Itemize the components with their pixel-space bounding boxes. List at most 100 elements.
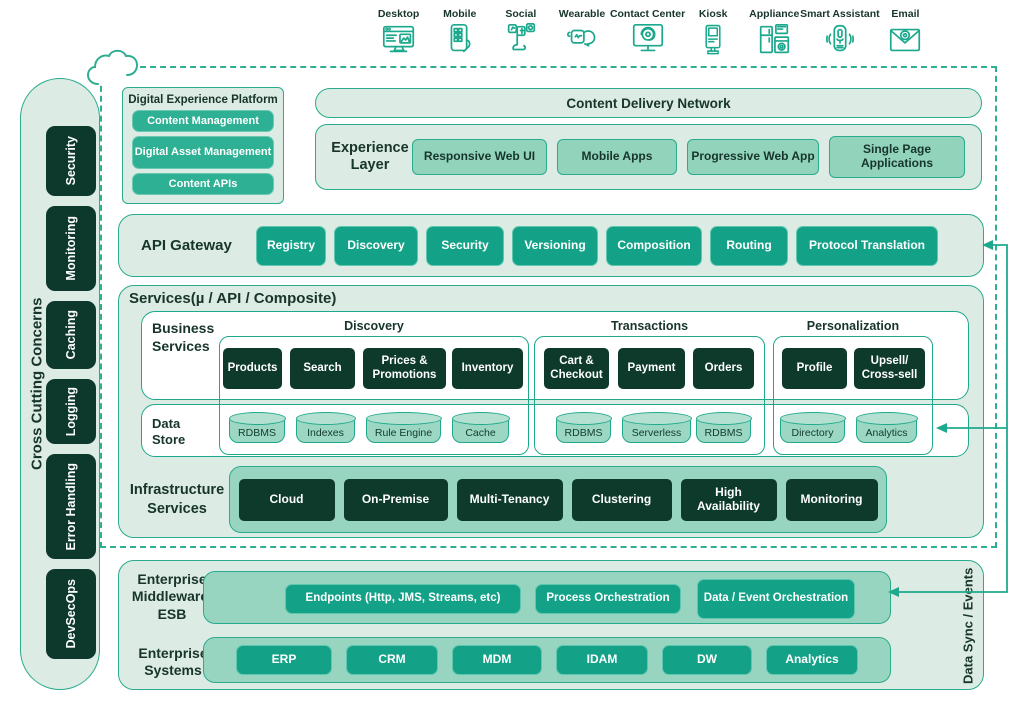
erp-box: ERP (236, 645, 332, 675)
mobile-apps-box: Mobile Apps (557, 139, 677, 175)
enterprise-systems-label: Enterprise Systems (138, 644, 208, 679)
experience-layer-items: Responsive Web UI Mobile Apps Progressiv… (412, 125, 965, 189)
services-box: Services(µ / API / Composite) Business S… (118, 285, 984, 538)
channel-kiosk: Kiosk (683, 8, 744, 59)
wearable-icon (566, 29, 596, 47)
channel-desktop: Desktop (368, 8, 429, 59)
monitoring-box: Monitoring (785, 478, 878, 521)
experience-layer-box: Experience Layer Responsive Web UI Mobil… (315, 124, 982, 190)
systems-container: ERP CRM MDM IDAM DW Analytics (203, 637, 891, 683)
routing-box: Routing (710, 225, 788, 266)
orders-box: Orders (693, 348, 754, 389)
rdbms-cylinder: RDBMS (228, 412, 286, 443)
inventory-box: Inventory (452, 348, 523, 389)
kiosk-icon (705, 24, 721, 55)
cloud-icon (86, 49, 139, 85)
infrastructure-services-label: Infrastructure Services (129, 482, 225, 517)
serverless-cylinder: Serverless (621, 412, 692, 443)
multi-tenancy-box: Multi-Tenancy (456, 478, 563, 521)
enterprise-middleware-label: Enterprise Middleware/ ESB (131, 570, 213, 622)
discovery-box: Discovery (334, 225, 418, 266)
rdbms-cylinder: RDBMS (695, 412, 752, 443)
discovery-group (219, 336, 529, 455)
progressive-web-app-box: Progressive Web App (687, 139, 819, 175)
enterprise-box: Enterprise Middleware/ ESB Endpoints (Ht… (118, 560, 984, 690)
cloud-box: Cloud (238, 478, 335, 521)
channel-label: Email (891, 8, 920, 20)
high-availability-box: High Availability (680, 478, 777, 521)
channel-wearable: Wearable (551, 8, 612, 59)
transactions-group-label: Transactions (610, 319, 689, 333)
cart-checkout-box: Cart & Checkout (544, 348, 609, 389)
content-management-box: Content Management (132, 110, 274, 132)
analytics-box: Analytics (766, 645, 858, 675)
payment-box: Payment (618, 348, 685, 389)
sidebar-item-error-handling: Error Handling (46, 454, 96, 559)
channel-label: Desktop (377, 8, 420, 20)
desktop-icon (382, 25, 414, 53)
channel-smart-assistant: Smart Assistant (800, 8, 880, 59)
services-title: Services(µ / API / Composite) (129, 290, 337, 307)
upsell-cross-sell-box: Upsell/ Cross-sell (854, 348, 925, 389)
responsive-web-ui-box: Responsive Web UI (412, 139, 547, 175)
smart-assistant-icon (825, 24, 854, 52)
business-services-label: Business Services (152, 320, 215, 354)
indexes-cylinder: Indexes (295, 412, 356, 443)
infrastructure-services-container: Cloud On-Premise Multi-Tenancy Clusterin… (229, 466, 887, 533)
channel-appliance: Appliance (744, 8, 805, 59)
on-premise-box: On-Premise (343, 478, 448, 521)
sidebar-item-logging: Logging (46, 379, 96, 444)
search-box: Search (290, 348, 355, 389)
mdm-box: MDM (452, 645, 542, 675)
channel-label: Mobile (443, 8, 477, 20)
prices-promotions-box: Prices & Promotions (363, 348, 446, 389)
channel-label: Kiosk (698, 8, 728, 20)
channel-label: Contact Center (609, 8, 686, 20)
channel-mobile: Mobile (429, 8, 490, 59)
digital-asset-management-box: Digital Asset Management (132, 136, 274, 169)
crm-box: CRM (346, 645, 438, 675)
contact-center-icon (632, 23, 663, 52)
data-sync-events-label: Data Sync / Events (960, 567, 976, 685)
products-box: Products (223, 348, 282, 389)
composition-box: Composition (606, 225, 702, 266)
middleware-container: Endpoints (Http, JMS, Streams, etc) Proc… (203, 571, 891, 624)
email-icon (890, 28, 921, 52)
channel-label: Social (505, 8, 537, 20)
security-box: Security (426, 225, 504, 266)
versioning-box: Versioning (512, 225, 598, 266)
content-delivery-network-bar: Content Delivery Network (315, 88, 982, 118)
sidebar-item-caching: Caching (46, 301, 96, 369)
content-apis-box: Content APIs (132, 173, 274, 195)
channel-label: Appliance (749, 8, 800, 20)
api-gateway-box: API Gateway Registry Discovery Security … (118, 214, 984, 277)
channel-email: Email (875, 8, 936, 59)
endpoints-box: Endpoints (Http, JMS, Streams, etc) (285, 584, 521, 614)
dw-box: DW (662, 645, 752, 675)
clustering-box: Clustering (571, 478, 672, 521)
idam-box: IDAM (556, 645, 648, 675)
registry-box: Registry (256, 225, 326, 266)
channel-social: Social (490, 8, 551, 59)
channels-row: Desktop Mobile Social (368, 8, 936, 59)
cross-cutting-concerns-panel: Cross Cutting Concerns Security Monitori… (20, 78, 100, 690)
rule-engine-cylinder: Rule Engine (365, 412, 442, 443)
transactions-group (534, 336, 765, 455)
data-event-orchestration-box: Data / Event Orchestration (697, 579, 855, 619)
analytics-cylinder: Analytics (855, 412, 918, 443)
experience-layer-label: Experience Layer (331, 140, 409, 173)
cache-cylinder: Cache (451, 412, 510, 443)
digital-experience-platform-box: Digital Experience Platform Content Mana… (122, 87, 284, 204)
profile-box: Profile (782, 348, 847, 389)
process-orchestration-box: Process Orchestration (535, 584, 681, 614)
appliance-icon (760, 23, 790, 54)
channel-label: Smart Assistant (800, 8, 880, 20)
directory-cylinder: Directory (779, 412, 846, 443)
api-gateway-label: API Gateway (141, 237, 232, 254)
data-store-label: Data Store (152, 416, 186, 447)
mobile-icon (450, 23, 471, 53)
sidebar-item-devsecops: DevSecOps (46, 569, 96, 659)
sidebar-item-security: Security (46, 126, 96, 196)
channel-contact-center: Contact Center (609, 8, 686, 59)
